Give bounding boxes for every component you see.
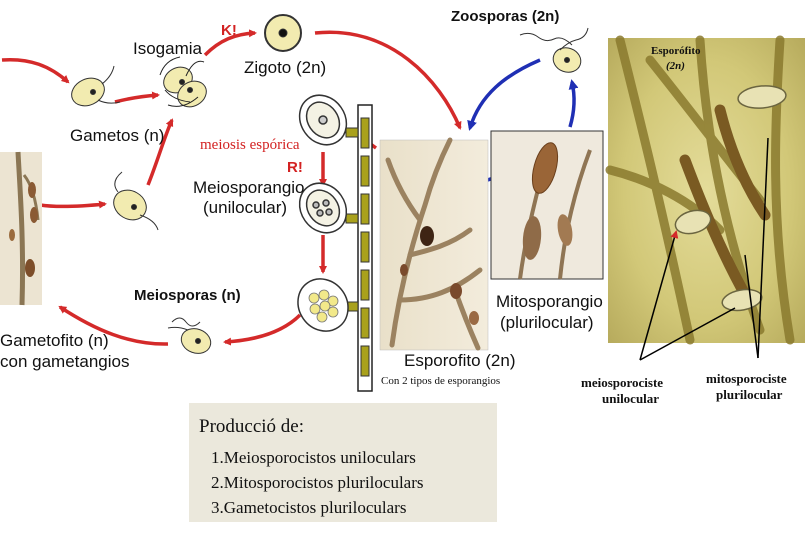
label-mitosporociste: mitosporociste xyxy=(706,371,787,386)
arrow-sporangium-to-meiospores xyxy=(223,313,302,346)
production-box: Producció de: 1.Meiosporocistos unilocul… xyxy=(189,403,497,522)
label-zigoto: Zigoto (2n) xyxy=(244,58,327,77)
zoospore-cell xyxy=(519,27,589,73)
gamete-cell-1 xyxy=(71,65,121,107)
large-micrograph xyxy=(605,35,805,345)
label-reduction: R! xyxy=(287,159,303,176)
label-esporofito: Esporofito (2n) xyxy=(404,351,516,370)
arrow-mitosporangium-to-zoospores xyxy=(568,79,579,128)
arrow-gametophyte-to-gamete xyxy=(39,200,107,209)
label-two-sporangia: Con 2 tipos de esporangios xyxy=(381,375,501,387)
label-meio-unilocular: unilocular xyxy=(602,391,660,406)
label-gametangios: con gametangios xyxy=(0,352,130,371)
label-unilocular: (unilocular) xyxy=(203,198,288,217)
label-gametos: Gametos (n) xyxy=(70,126,165,145)
sporophyte-filament xyxy=(345,104,373,392)
production-title: Producció de: xyxy=(199,416,305,437)
label-gametofito: Gametofito (n) xyxy=(0,331,109,350)
sporophyte-photo xyxy=(379,137,489,351)
meiosporangia xyxy=(297,94,349,332)
mitosporangium-photo xyxy=(490,130,604,280)
gamete-cell-2 xyxy=(113,171,159,231)
production-item-2: 2.Mitosporocistos pluriloculars xyxy=(211,473,424,492)
zygote-cell xyxy=(264,14,302,52)
gametophyte-photo xyxy=(0,151,42,306)
isogamy-cells xyxy=(159,56,207,108)
label-meiosis: meiosis espórica xyxy=(200,137,300,153)
label-mitosporangio: Mitosporangio xyxy=(496,292,603,311)
photo-ploidy: (2n) xyxy=(666,60,685,72)
cycle-arrows xyxy=(1,29,462,346)
arrow-in-to-gamete xyxy=(1,57,70,84)
label-meiosporas: Meiosporas (n) xyxy=(134,287,241,304)
arrow-gamete2-to-isogamy xyxy=(146,118,174,186)
production-item-3: 3.Gametocistos pluriloculars xyxy=(211,498,407,517)
label-zoosporas: Zoosporas (2n) xyxy=(451,8,560,25)
label-meiosporociste: meiosporociste xyxy=(581,375,664,390)
pointer-lines xyxy=(639,137,769,361)
arrow-meiospores-to-gametophyte xyxy=(58,305,169,346)
label-isogamia: Isogamia xyxy=(133,39,202,58)
arrow-gamete-to-isogamy xyxy=(114,91,160,104)
label-mito-plurilocular: plurilocular xyxy=(716,387,783,402)
meiospore-cell xyxy=(167,317,212,354)
arrow-zoospores-to-sporophyte xyxy=(467,58,541,131)
arrow-isogamy-to-zygote xyxy=(203,29,257,57)
photo-title: Esporófito xyxy=(651,45,701,57)
production-item-1: 1.Meiosporocistos uniloculars xyxy=(211,448,416,467)
label-meiosporangio: Meiosporangio xyxy=(193,178,305,197)
arrow-zygote-to-sporophyte xyxy=(314,30,462,130)
cells xyxy=(71,14,589,354)
label-karyogamy: K! xyxy=(221,22,237,39)
label-plurilocular: (plurilocular) xyxy=(500,313,594,332)
